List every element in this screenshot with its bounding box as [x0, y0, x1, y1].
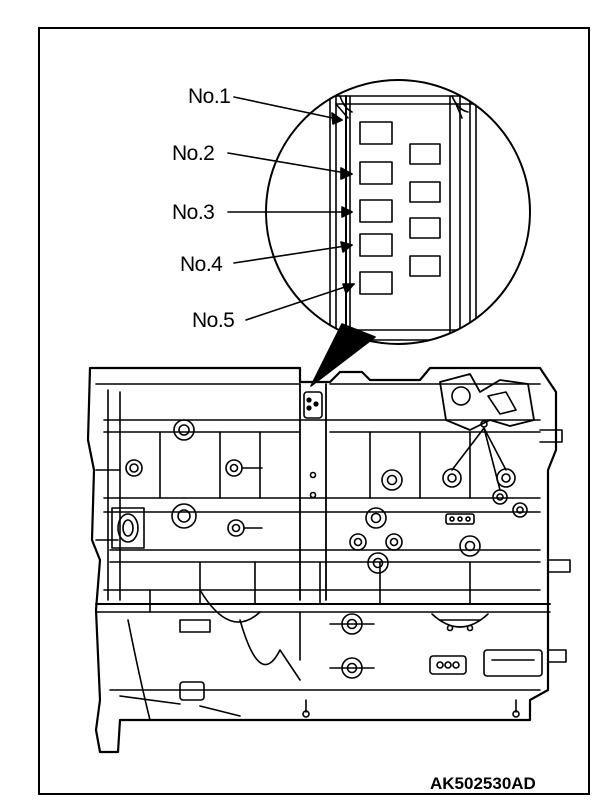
journal-label-2: No.2	[172, 142, 215, 165]
magnified-callout	[227, 79, 531, 387]
journal-label-4: No.4	[180, 253, 223, 276]
journal-label-1: No.1	[188, 85, 231, 108]
journal-label-3: No.3	[172, 201, 215, 224]
journal-label-5: No.5	[192, 309, 235, 332]
engine-block	[86, 366, 571, 754]
figure-code: AK502530AD	[430, 774, 536, 793]
figure-frame	[38, 27, 590, 795]
